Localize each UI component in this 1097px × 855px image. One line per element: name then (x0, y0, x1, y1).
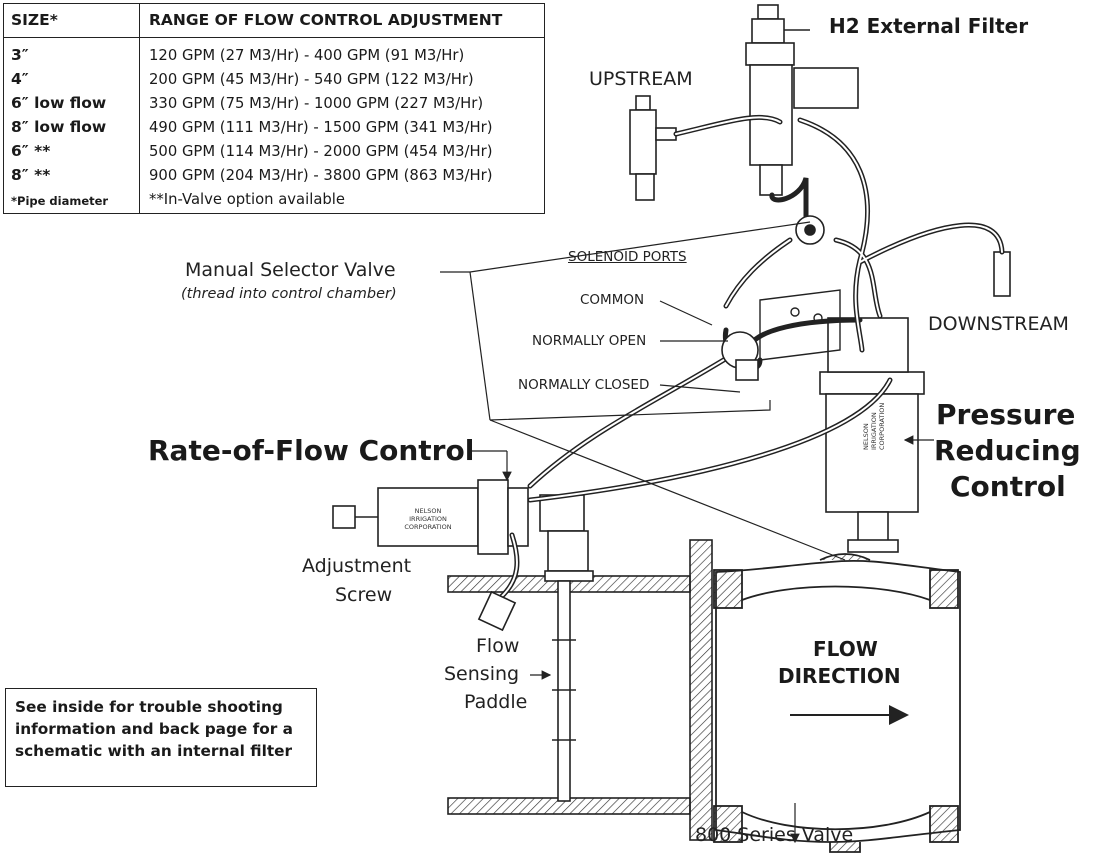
mounting-bracket (759, 289, 841, 361)
table-row-range: 500 GPM (114 M3/Hr) - 2000 GPM (454 M3/H… (149, 143, 493, 160)
table-header-rule (4, 37, 544, 38)
flow-sensing-label-line2: Sensing (444, 663, 520, 685)
size-column-header: SIZE* (11, 11, 58, 29)
bottom-fitting (477, 590, 517, 632)
table-row-range: 330 GPM (75 M3/Hr) - 1000 GPM (227 M3/Hr… (149, 95, 484, 112)
valve-body (713, 553, 961, 853)
table-row-size: 6″ ** (11, 142, 51, 160)
series-valve-label: 800 Series Valve (695, 824, 854, 846)
table-divider (139, 4, 140, 213)
downstream-label: DOWNSTREAM (928, 313, 1069, 335)
range-column-header: RANGE OF FLOW CONTROL ADJUSTMENT (149, 11, 503, 29)
common-port-label: COMMON (580, 292, 645, 308)
table-row-size: 4″ (11, 70, 29, 88)
table-footnote-size: *Pipe diameter (11, 194, 109, 208)
manual-selector-valve (721, 215, 825, 381)
solenoid-ports-label: SOLENOID PORTS (568, 249, 687, 265)
flow-direction-label-line1: FLOW (813, 637, 878, 661)
prc-brand-line: IRRIGATION (870, 412, 878, 450)
rate-of-flow-control (332, 479, 594, 802)
rof-brand-line: NELSON (415, 507, 442, 515)
callout-lines (440, 221, 934, 844)
pressure-label-line1: Pressure (936, 398, 1076, 431)
normally-open-label: NORMALLY OPEN (532, 333, 647, 349)
adjustment-screw-label-line2: Screw (335, 584, 393, 606)
table-row-range: 900 GPM (204 M3/Hr) - 3800 GPM (863 M3/H… (149, 167, 493, 184)
pressure-label-line2: Reducing (934, 434, 1081, 467)
table-footnote-range: **In-Valve option available (149, 191, 346, 208)
prc-brand-stencil: NELSON IRRIGATION CORPORATION (862, 403, 886, 450)
pressure-reducing-control (819, 317, 925, 553)
note-line: See inside for trouble shooting (15, 698, 283, 716)
flow-direction-label-line2: DIRECTION (778, 664, 901, 688)
manual-selector-label: Manual Selector Valve (185, 259, 396, 281)
note-line: schematic with an internal filter (15, 742, 293, 760)
table-row-size: 6″ low flow (11, 94, 107, 112)
note-line: information and back page for a (15, 720, 293, 738)
manual-selector-sublabel: (thread into control chamber) (181, 286, 397, 302)
table-row-range: 200 GPM (45 M3/Hr) - 540 GPM (122 M3/Hr) (149, 71, 474, 88)
prc-brand-line: CORPORATION (878, 402, 886, 450)
table-row-size: 8″ low flow (11, 118, 107, 136)
pressure-label-line3: Control (950, 470, 1066, 503)
flow-sensing-label-line3: Paddle (464, 691, 528, 713)
upstream-label: UPSTREAM (589, 68, 693, 90)
rof-brand-line: CORPORATION (404, 523, 451, 531)
normally-closed-label: NORMALLY CLOSED (518, 377, 650, 393)
rate-of-flow-label: Rate-of-Flow Control (148, 434, 475, 467)
prc-brand-line: NELSON (862, 423, 870, 450)
adjustment-screw-label-line1: Adjustment (302, 555, 412, 577)
h2-external-filter (745, 4, 859, 196)
table-row-size: 8″ ** (11, 166, 51, 184)
downstream-fitting (993, 251, 1011, 297)
flow-sensing-label-line1: Flow (476, 635, 520, 657)
rof-brand-line: IRRIGATION (409, 515, 447, 523)
table-row-size: 3″ (11, 46, 29, 64)
inlet-pipe (447, 539, 713, 841)
h2-filter-label: H2 External Filter (829, 14, 1029, 38)
upstream-fitting (629, 95, 677, 201)
trouble-shooting-note: See inside for trouble shooting informat… (5, 688, 317, 787)
table-row-range: 120 GPM (27 M3/Hr) - 400 GPM (91 M3/Hr) (149, 47, 465, 64)
flow-range-table: SIZE* RANGE OF FLOW CONTROL ADJUSTMENT 3… (3, 3, 545, 214)
table-row-range: 490 GPM (111 M3/Hr) - 1500 GPM (341 M3/H… (149, 119, 493, 136)
paddle-ticks (552, 639, 576, 741)
